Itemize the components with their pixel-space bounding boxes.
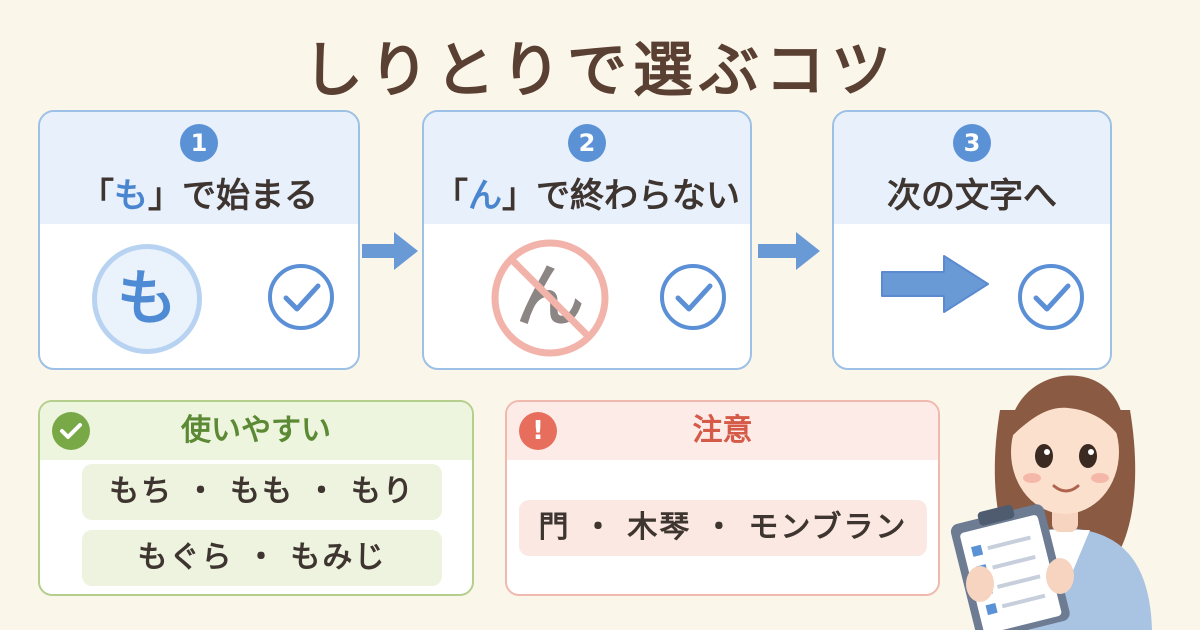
word-chip: 門 ・ 木琴 ・ モンブラン	[519, 500, 927, 556]
arrow-right-icon	[362, 232, 418, 270]
check-icon	[52, 412, 90, 450]
woman-with-clipboard-illustration	[950, 375, 1152, 630]
box-title: 使いやすい	[181, 413, 331, 448]
step-body: も	[40, 224, 358, 368]
label-text: 」で始まる	[148, 176, 318, 216]
word-chip: もち ・ もも ・ もり	[82, 464, 442, 520]
no-n-icon: ん	[490, 238, 610, 358]
step-label: 「も」で始まる	[40, 168, 358, 217]
box-header: ! 注意	[507, 402, 938, 460]
box-header: 使いやすい	[40, 402, 472, 460]
step-card-3: 3 次の文字へ	[832, 110, 1112, 370]
quote-open: 「	[80, 176, 114, 216]
step-card-1: 1 「も」で始まる も	[38, 110, 360, 370]
arrow-right-icon	[758, 232, 820, 270]
step-label: 「ん」で終わらない	[424, 168, 750, 217]
mo-circle-icon: も	[92, 244, 202, 354]
box-title: 注意	[692, 413, 753, 448]
recommended-words-box: 使いやすい もち ・ もも ・ もり もぐら ・ もみじ	[38, 400, 474, 596]
prohibited-icon	[491, 239, 609, 357]
page-title: しりとりで選ぶコツ	[303, 36, 897, 106]
step-number-badge: 2	[568, 124, 606, 162]
label-text: 」で終わらない	[502, 176, 740, 216]
word-chip: もぐら ・ もみじ	[82, 530, 442, 586]
step-header: 1 「も」で始まる	[40, 112, 358, 224]
check-icon	[268, 264, 334, 330]
step-header: 2 「ん」で終わらない	[424, 112, 750, 224]
step-card-2: 2 「ん」で終わらない ん	[422, 110, 752, 370]
step-number-badge: 3	[953, 124, 991, 162]
caution-words-box: ! 注意 門 ・ 木琴 ・ モンブラン	[505, 400, 940, 596]
highlight-char: ん	[468, 176, 502, 216]
quote-open: 「	[434, 176, 468, 216]
step-number-badge: 1	[180, 124, 218, 162]
check-icon	[1018, 264, 1084, 330]
exclamation-icon: !	[519, 412, 557, 450]
step-header: 3 次の文字へ	[834, 112, 1110, 224]
step-body	[834, 224, 1110, 368]
next-arrow-icon	[881, 255, 989, 313]
step-body: ん	[424, 224, 750, 368]
step-label: 次の文字へ	[887, 176, 1057, 216]
check-icon	[660, 264, 726, 330]
highlight-char: も	[114, 176, 148, 216]
